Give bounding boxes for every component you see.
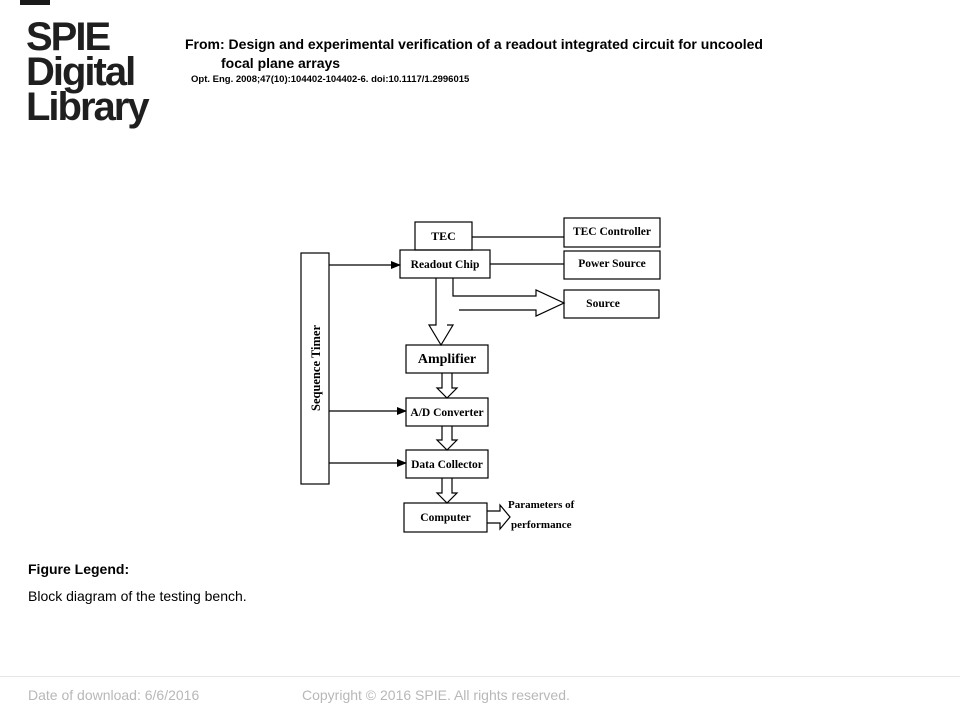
block-diagram-figure: TEC Readout Chip TEC Controller Power So…: [296, 212, 668, 542]
ad-converter-label: A/D Converter: [410, 407, 483, 419]
sequence-timer-box: [300, 252, 330, 485]
article-title: From: Design and experimental verificati…: [185, 35, 885, 73]
tec-controller-label: TEC Controller: [573, 226, 651, 238]
output-label-line2: performance: [511, 519, 572, 531]
readout-chip-label: Readout Chip: [411, 259, 480, 271]
amplifier-box: [405, 344, 489, 374]
source-box: [563, 289, 660, 319]
amplifier-label: Amplifier: [418, 352, 476, 367]
citation: Opt. Eng. 2008;47(10):104402-104402-6. d…: [191, 74, 470, 85]
logo-line-spie: SPIE: [26, 15, 111, 59]
data-collector-label: Data Collector: [411, 459, 483, 471]
logo-top-bar: [20, 0, 50, 5]
figure-legend-label: Figure Legend:: [28, 561, 130, 577]
figure-legend-text: Block diagram of the testing bench.: [28, 588, 247, 604]
computer-to-output-arrow: [487, 503, 511, 531]
power-source-box: [563, 250, 661, 280]
power-source-label: Power Source: [578, 258, 646, 270]
download-date: Date of download: 6/6/2016: [28, 687, 200, 703]
tec-controller-box: [563, 217, 661, 248]
amplifier-to-ad-arrow: [435, 373, 459, 399]
copyright-notice: Copyright © 2016 SPIE. All rights reserv…: [302, 687, 570, 703]
spie-digital-library-logo: SPIE Digital Library: [26, 15, 150, 129]
article-title-line1: From: Design and experimental verificati…: [185, 36, 763, 52]
readout-to-amplifier-arrow: [427, 278, 455, 347]
collector-to-computer-arrow: [435, 478, 459, 504]
readout-to-source-arrow: [452, 278, 566, 317]
computer-box: [403, 502, 488, 533]
sequence-timer-label: Sequence Timer: [309, 325, 323, 411]
footer-divider: [0, 676, 960, 677]
tec-label: TEC: [431, 229, 456, 243]
computer-label: Computer: [420, 512, 470, 524]
logo-line-library: Library: [26, 85, 150, 129]
logo-line-digital: Digital: [26, 50, 136, 94]
output-label-line1: Parameters of: [508, 499, 575, 511]
article-title-line2: focal plane arrays: [221, 55, 341, 71]
source-label: Source: [586, 298, 620, 310]
block-diagram: TEC Readout Chip TEC Controller Power So…: [300, 217, 661, 533]
ad-to-collector-arrow: [435, 426, 459, 451]
